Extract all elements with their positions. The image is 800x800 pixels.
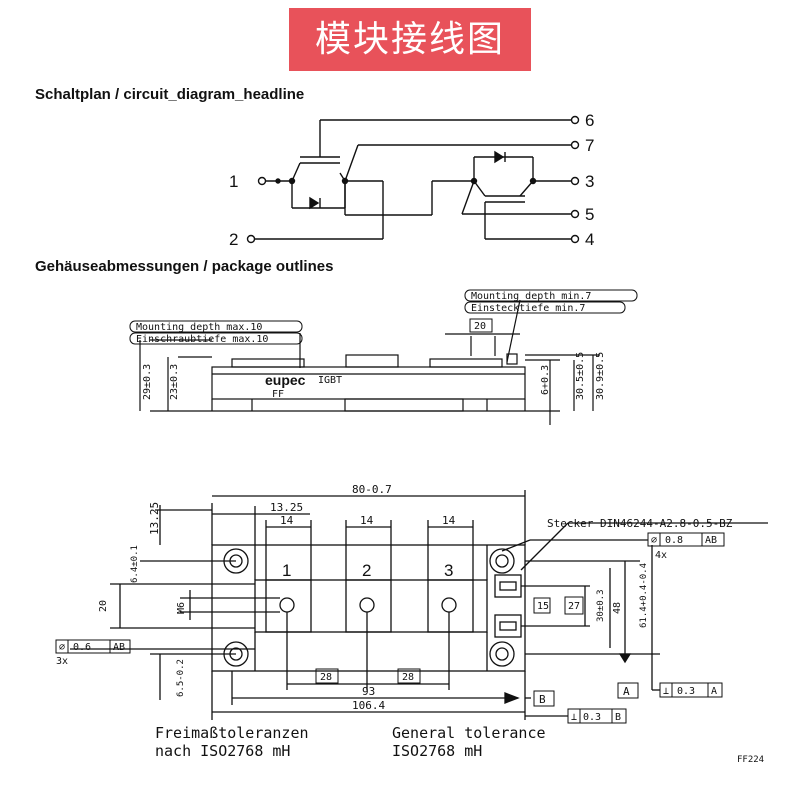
dim-28-b: 28: [402, 672, 414, 683]
pin-label-4: 4: [585, 230, 594, 249]
tol-a-symbol: ⊥: [663, 686, 669, 697]
tolerance-de-line1: Freimaßtoleranzen: [155, 724, 309, 742]
count-4x: 4x: [655, 550, 667, 561]
tol-b-symbol: ⊥: [571, 712, 577, 723]
tolerance-en-line1: General tolerance: [392, 724, 546, 742]
marking-ff: FF: [272, 389, 284, 400]
tolerance-notes: Freimaßtoleranzen nach ISO2768 mH Genera…: [155, 724, 764, 765]
dim-29: 29±0.3: [142, 364, 153, 400]
terminal-label-3: 3: [444, 561, 453, 580]
package-heading: Gehäuseabmessungen / package outlines: [35, 258, 334, 275]
dim-23: 23±0.3: [169, 364, 180, 400]
pin-1-terminal: [257, 176, 267, 186]
dim-14-b: 14: [360, 514, 374, 527]
pin-label-7: 7: [585, 136, 594, 155]
pin-label-5: 5: [585, 205, 594, 224]
dim-106-4: 106.4: [352, 699, 385, 712]
callout-mounting-depth-max: Mounting depth max.10: [136, 322, 262, 333]
drawing-id: FF224: [737, 755, 764, 765]
dim-61-4: 61.4+0.4-0.4: [639, 563, 649, 628]
tol-a-datum: A: [711, 686, 717, 697]
terminal-label-2: 2: [362, 561, 371, 580]
banner-title: 模块接线图: [314, 19, 505, 60]
side-view-callouts: Mounting depth max.10 Einschraubtiefe ma…: [129, 289, 638, 400]
tol-left-symbol: ⌀: [59, 642, 65, 653]
tol-top-value: 0.8: [665, 535, 683, 546]
circuit-pin-labels: 1 2 3 4 5 6 7: [229, 111, 594, 249]
stecker-note: Stecker DIN46244-A2.8-0.5-BZ: [547, 517, 733, 530]
dim-13-25-vertical: 13.25: [148, 502, 161, 535]
top-view-labels: 80-0.7 13.25 13.25 14 14 14 1 2 3 Stecke…: [55, 483, 733, 724]
tol-b-value: 0.3: [583, 712, 601, 723]
pin-label-6: 6: [585, 111, 594, 130]
count-3x: 3x: [56, 656, 68, 667]
callout-insert-depth-min: Einstecktiefe min.7: [471, 303, 585, 314]
tolerance-en-line2: ISO2768 mH: [392, 742, 482, 760]
dim-93: 93: [362, 685, 375, 698]
dim-30-5: 30.5±0.5: [575, 352, 586, 400]
tolerance-de-line2: nach ISO2768 mH: [155, 742, 290, 760]
tol-b-datum: B: [615, 712, 621, 723]
tol-left-datum: AB: [113, 642, 125, 653]
brand-logo: eupec: [265, 372, 306, 388]
pin-label-1: 1: [229, 172, 238, 191]
package-side-view: [139, 299, 600, 425]
dim-13-25: 13.25: [270, 501, 303, 514]
dim-80: 80-0.7: [352, 483, 392, 496]
dim-6-5: 6.5-0.2: [176, 659, 186, 697]
dim-30: 30±0.3: [596, 589, 606, 622]
callout-screw-depth-max: Einschraubtiefe max.10: [136, 334, 268, 345]
dim-27: 27: [568, 601, 580, 612]
dim-15: 15: [537, 601, 549, 612]
tol-top-symbol: ⌀: [651, 535, 657, 546]
circuit-diagram: [246, 115, 580, 244]
dim-14-c: 14: [442, 514, 456, 527]
dim-48: 48: [612, 602, 623, 614]
dim-6-4: 6.4±0.1: [130, 545, 140, 583]
dim-28-a: 28: [320, 672, 332, 683]
dim-20-side: 20: [474, 321, 486, 332]
datum-a: A: [623, 685, 630, 698]
dim-20-vertical: 20: [98, 600, 109, 612]
tol-left-value: 0.6: [73, 642, 91, 653]
circuit-heading: Schaltplan / circuit_diagram_headline: [35, 86, 305, 103]
dim-6: 6+0.3: [540, 365, 551, 395]
pin-label-2: 2: [229, 230, 238, 249]
terminal-label-1: 1: [282, 561, 291, 580]
tol-a-value: 0.3: [677, 686, 695, 697]
callout-mounting-depth-min: Mounting depth min.7: [471, 291, 591, 302]
tol-top-datum: AB: [705, 535, 717, 546]
dim-30-9: 30.9±0.5: [595, 352, 606, 400]
pin-label-3: 3: [585, 172, 594, 191]
marking-igbt: IGBT: [318, 375, 342, 386]
package-top-view: [70, 490, 768, 720]
datum-b: B: [539, 693, 546, 706]
dim-m6: M6: [176, 602, 187, 614]
dim-14-a: 14: [280, 514, 294, 527]
title-banner: 模块接线图: [289, 8, 531, 71]
